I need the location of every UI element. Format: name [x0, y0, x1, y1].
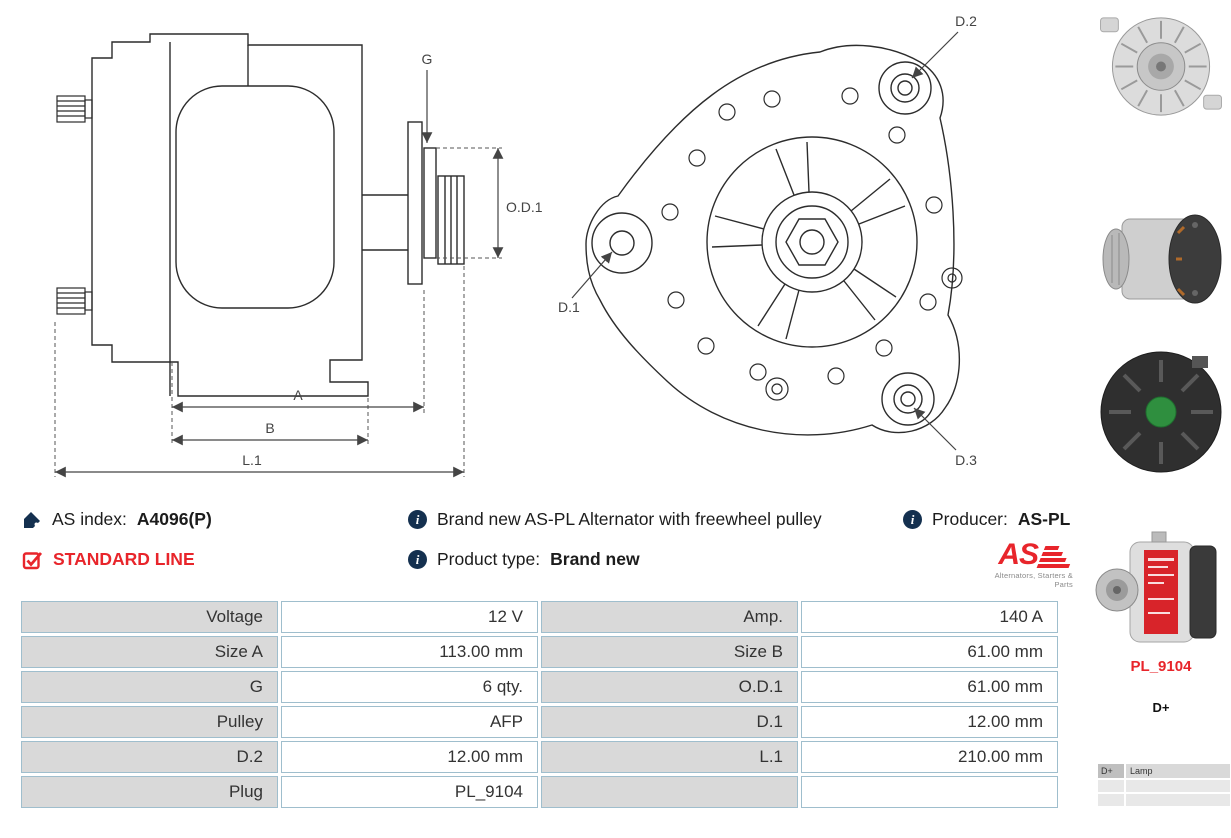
aspl-logo-stripes [1036, 546, 1078, 568]
spec-value-cell: 12.00 mm [281, 741, 538, 773]
spec-row: Size A 113.00 mm Size B 61.00 mm [21, 636, 1058, 668]
spec-label-cell: D.2 [21, 741, 278, 773]
front-view-technical-drawing: D.2 D.1 D.3 [558, 13, 977, 468]
dim-label-a: A [293, 387, 303, 403]
spec-label-cell: Voltage [21, 601, 278, 633]
leader-lines [571, 31, 959, 451]
spec-value-cell: 140 A [801, 601, 1058, 633]
terminal-cell: D+ [1098, 764, 1124, 778]
empty-cell [1098, 780, 1124, 792]
info-icon: i [408, 550, 427, 569]
mounting-studs [56, 95, 93, 315]
aspl-logo: AS Alternators, Starters & Parts [983, 538, 1073, 590]
info-icon: i [408, 510, 427, 529]
terminal-label: D+ [1152, 700, 1170, 715]
spec-value-cell: 12.00 mm [801, 706, 1058, 738]
info-icon: i [903, 510, 922, 529]
description-row: i Brand new AS-PL Alternator with freewh… [408, 509, 822, 530]
producer-label: Producer: [932, 509, 1008, 529]
producer-value: AS-PL [1017, 509, 1071, 529]
spec-label-cell: Size A [21, 636, 278, 668]
spec-label-cell: Amp. [541, 601, 798, 633]
spec-label-cell: Plug [21, 776, 278, 808]
dim-label-od1: O.D.1 [506, 199, 543, 215]
as-index-row: AS index: A4096(P) [22, 509, 212, 530]
spec-value-cell: 61.00 mm [801, 636, 1058, 668]
aspl-logo-tagline: Alternators, Starters & Parts [994, 571, 1073, 589]
side-view-technical-drawing: G O.D.1 A B L.1 [54, 33, 543, 478]
product-type-row: i Product type: Brand new [408, 549, 640, 570]
extension-lines [54, 147, 502, 477]
empty-cell [1126, 794, 1230, 806]
terminal-lamp-header: D+ Lamp [1098, 764, 1230, 778]
dim-label-d1: D.1 [558, 299, 580, 315]
terminal-lamp-table: D+ Lamp [1098, 764, 1230, 808]
as-index-label: AS index: [52, 509, 127, 529]
dim-label-g: G [422, 51, 433, 67]
spec-value-cell: 61.00 mm [801, 671, 1058, 703]
product-photo-rear [1092, 336, 1230, 488]
dim-label-d2: D.2 [955, 13, 977, 29]
product-photo-angled [1092, 185, 1230, 333]
terminal-lamp-row [1098, 794, 1230, 806]
spec-label-cell [541, 776, 798, 808]
product-type-label: Product type: [437, 549, 541, 569]
spec-value-cell: 12 V [281, 601, 538, 633]
alternator-side-outline [91, 33, 465, 397]
dim-label-b: B [265, 420, 274, 436]
terminal-lamp-row [1098, 780, 1230, 792]
spec-label-cell: Size B [541, 636, 798, 668]
product-photo-front [1092, 8, 1230, 125]
empty-cell [1126, 780, 1230, 792]
spec-label-cell: L.1 [541, 741, 798, 773]
standard-line-label: STANDARD LINE [53, 549, 195, 569]
product-type-value: Brand new [550, 549, 640, 569]
spec-row: Pulley AFP D.1 12.00 mm [21, 706, 1058, 738]
spec-value-cell: PL_9104 [281, 776, 538, 808]
spec-value-cell: 113.00 mm [281, 636, 538, 668]
plug-code-label: PL_9104 [1130, 658, 1192, 675]
alternator-front-outline [585, 44, 961, 436]
producer-row: i Producer: AS-PL [903, 509, 1070, 530]
spec-label-cell: O.D.1 [541, 671, 798, 703]
as-index-value: A4096(P) [136, 509, 212, 529]
description-text: Brand new AS-PL Alternator with freewhee… [437, 509, 822, 529]
spec-value-cell: 210.00 mm [801, 741, 1058, 773]
spec-row: Voltage 12 V Amp. 140 A [21, 601, 1058, 633]
standard-line-row: STANDARD LINE [22, 549, 195, 570]
spec-value-cell: 6 qty. [281, 671, 538, 703]
dimension-lines [55, 70, 504, 478]
empty-cell [1098, 794, 1124, 806]
spec-label-cell: D.1 [541, 706, 798, 738]
spec-table: Voltage 12 V Amp. 140 A Size A 113.00 mm… [18, 598, 1061, 811]
spec-label-cell: Pulley [21, 706, 278, 738]
spec-value-cell [801, 776, 1058, 808]
product-photo-label [1092, 520, 1230, 666]
checkbox-checked-icon [22, 551, 43, 569]
tag-icon [24, 511, 40, 528]
vent-holes [661, 87, 963, 401]
spec-value-cell: AFP [281, 706, 538, 738]
aspl-logo-text: AS [998, 538, 1039, 571]
spec-row: G 6 qty. O.D.1 61.00 mm [21, 671, 1058, 703]
dim-label-d3: D.3 [955, 452, 977, 468]
spec-label-cell: G [21, 671, 278, 703]
lamp-cell: Lamp [1126, 764, 1230, 778]
dim-label-l1: L.1 [242, 452, 262, 468]
spec-row: D.2 12.00 mm L.1 210.00 mm [21, 741, 1058, 773]
spec-row: Plug PL_9104 [21, 776, 1058, 808]
